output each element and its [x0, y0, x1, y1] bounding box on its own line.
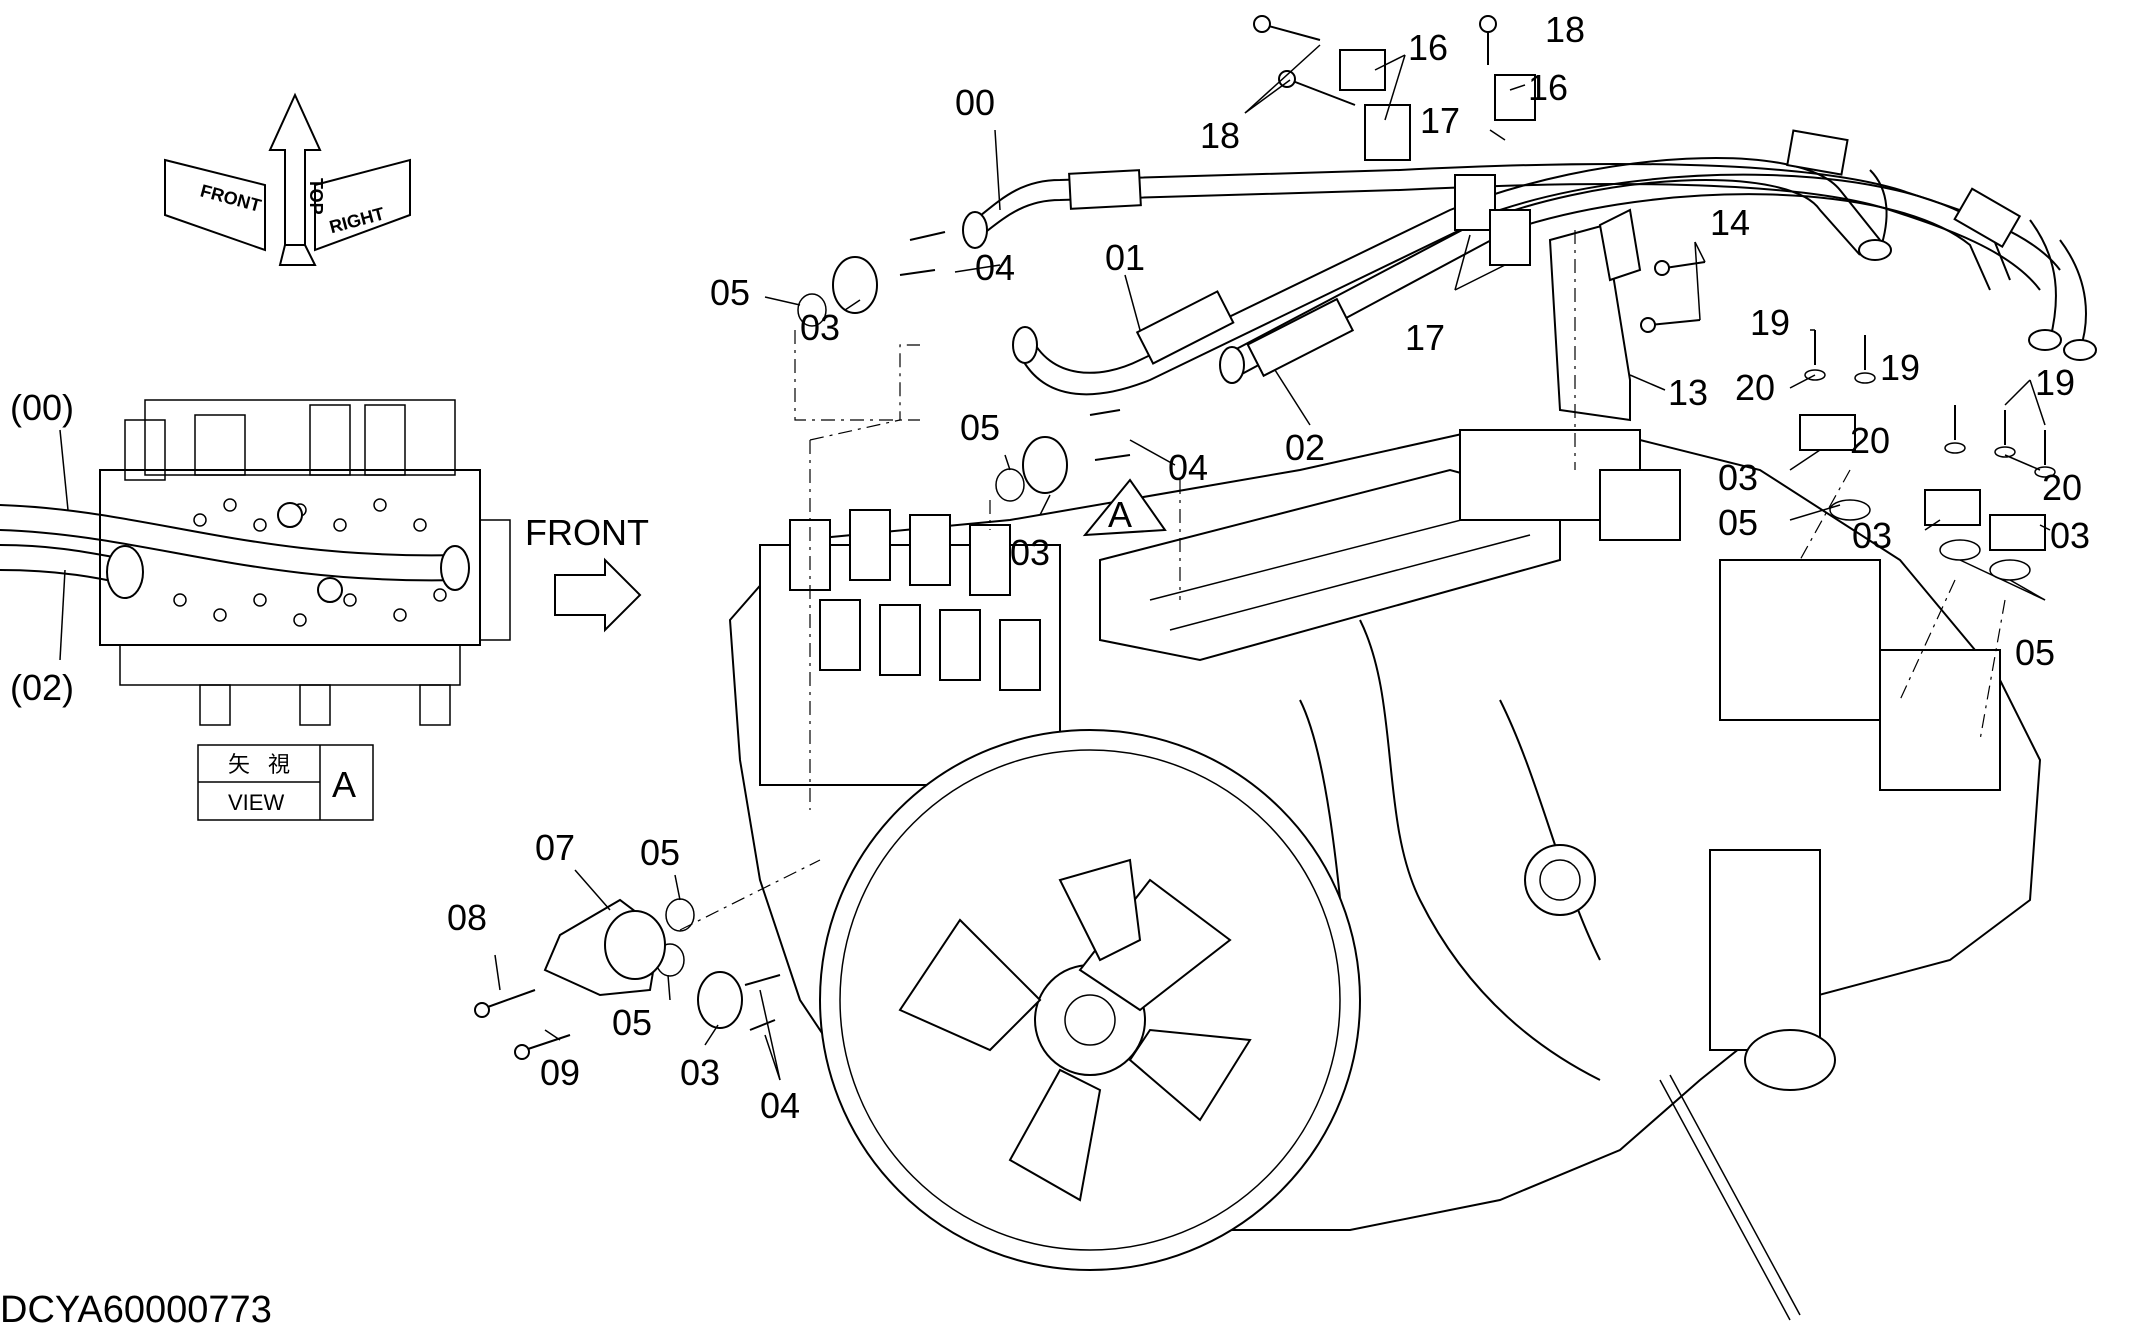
orientation-cube: FRONT TOP RIGHT — [164, 92, 411, 266]
callout-05-right-a: 05 — [1718, 502, 1758, 543]
callout-20-mid: 20 — [1850, 420, 1890, 461]
callout-05-mid: 05 — [960, 407, 1000, 448]
view-letter: A — [332, 764, 356, 805]
front-direction-arrow: FRONT — [525, 512, 649, 633]
callout-16-left: 16 — [1408, 27, 1448, 68]
callout-18-right: 18 — [1545, 9, 1585, 50]
callout-03-right-b: 03 — [1852, 515, 1892, 556]
callout-19-right: 19 — [2035, 362, 2075, 403]
hose-assemblies — [962, 129, 2097, 396]
callout-18-left: 18 — [1200, 115, 1240, 156]
leader-lines — [494, 44, 2051, 1081]
callout-17-bottom: 17 — [1405, 317, 1445, 358]
callout-labels: 00 01 02 05 03 04 05 03 04 18 16 18 16 1… — [447, 9, 2090, 1126]
callout-07: 07 — [535, 827, 575, 868]
callout-20-left: 20 — [1735, 367, 1775, 408]
drawing-code: DCYA60000773 — [0, 1289, 272, 1331]
inset-label-00: (00) — [10, 387, 74, 428]
callout-03-mid: 03 — [1010, 532, 1050, 573]
inset-view-a: (00) (02) — [0, 387, 511, 726]
callout-09: 09 — [540, 1052, 580, 1093]
fittings-and-clamps — [474, 15, 2056, 1060]
section-marker-letter: A — [1108, 494, 1132, 535]
front-label: FRONT — [525, 512, 649, 553]
view-jp-char-2: 視 — [268, 752, 290, 777]
inset-label-02: (02) — [10, 667, 74, 708]
callout-17-top: 17 — [1420, 100, 1460, 141]
callout-05-right-b: 05 — [2015, 632, 2055, 673]
view-a-box: 矢 視 VIEW A — [197, 744, 374, 821]
callout-04-mid: 04 — [1168, 447, 1208, 488]
callout-08: 08 — [447, 897, 487, 938]
assembly-center-lines — [679, 230, 2006, 931]
cube-top-label: TOP — [306, 178, 326, 215]
callout-16-right: 16 — [1528, 67, 1568, 108]
callout-19-mid: 19 — [1880, 347, 1920, 388]
callout-05-bottom-b: 05 — [612, 1002, 652, 1043]
callout-01: 01 — [1105, 237, 1145, 278]
view-en-label: VIEW — [228, 790, 284, 815]
callout-13: 13 — [1668, 372, 1708, 413]
callout-05-bottom-a: 05 — [640, 832, 680, 873]
callout-03-bottom: 03 — [680, 1052, 720, 1093]
view-jp-char-1: 矢 — [228, 752, 250, 777]
callout-14: 14 — [1710, 202, 1750, 243]
engine-assembly — [728, 428, 2042, 1321]
callout-03-top: 03 — [800, 307, 840, 348]
callout-03-right-c: 03 — [2050, 515, 2090, 556]
section-marker-a: A — [1082, 478, 1167, 537]
callout-02: 02 — [1285, 427, 1325, 468]
inset-bolt-pattern — [173, 498, 447, 627]
callout-05-top: 05 — [710, 272, 750, 313]
callout-20-right: 20 — [2042, 467, 2082, 508]
callout-00: 00 — [955, 82, 995, 123]
callout-19-left: 19 — [1750, 302, 1790, 343]
cooling-fan — [819, 729, 1361, 1271]
callout-04-bottom: 04 — [760, 1085, 800, 1126]
callout-03-right-a: 03 — [1718, 457, 1758, 498]
valve-spools — [789, 509, 1041, 691]
callout-04-top: 04 — [975, 247, 1015, 288]
